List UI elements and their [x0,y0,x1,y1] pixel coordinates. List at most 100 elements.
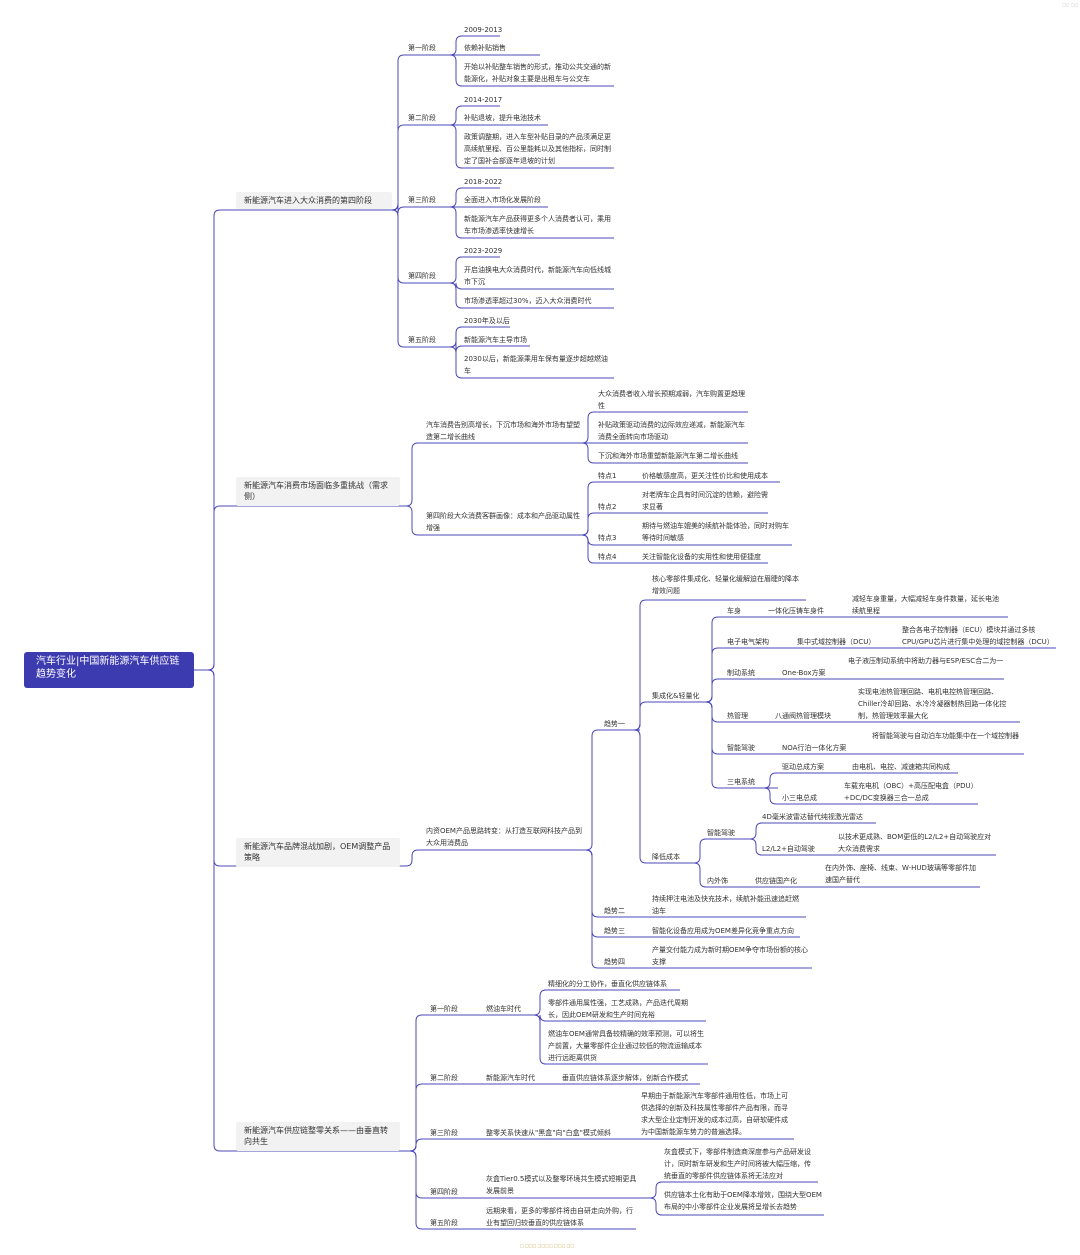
b4-phase1-b: 零部件通用属性强，工艺成熟，产品迭代周期长，因此OEM研发和生产时间充裕 [548,999,688,1019]
b3-trend3-label[interactable]: 趋势三 [604,927,625,935]
b2-feature4-value: 关注智能化设备的实用性和使用便捷度 [642,553,761,561]
b3-r4-method: 八通阀热管理模块 [775,712,831,720]
b1-stage1-date: 2009-2013 [464,26,503,34]
root-link-2 [194,669,236,867]
b2-link-1 [400,505,422,536]
b1-stage1-label[interactable]: 第一阶段 [408,44,436,52]
b3-r4-key: 热管理 [727,712,748,720]
b1-stage5-a: 新能源汽车主导市场 [464,336,527,344]
b4-phase4-a: 灰盒模式下，零部件制造商深度参与产品研发设计，同时新车研发和生产时间将被大幅压缩… [664,1148,811,1180]
b3-r1-value: 减轻车身重量，大幅减轻车身件数量，延长电池续航里程 [852,595,999,615]
b2-link-0 [400,442,422,507]
b2-cat1-label[interactable]: 汽车消费告别高增长，下沉市场和海外市场有望塑造第二增长曲线 [426,421,580,441]
b3-trends-1 [585,849,600,918]
b2-cat1-c: 下沉和海外市场重塑新能源汽车第二增长曲线 [598,452,738,460]
b4-link-1 [400,1083,424,1152]
b4-phase5-label[interactable]: 第五阶段 [430,1219,458,1227]
b3-r6-value2: 车载充电机（OBC）+高压配电盒（PDU）+DC/DC变换器三合一总成 [844,782,975,802]
b1-link-2 [391,203,405,214]
b3-c2-value: 在内外饰、座椅、线束、W-HUD玻璃等零部件加速国产替代 [825,864,976,884]
b1-stage3-b: 新能源汽车产品获得更多个人消费者认可，乘用车市场渗透率快速增长 [464,215,611,235]
b3-sub-label[interactable]: 内资OEM产品思路转变：从打造互联网科技产品到大众用消费品 [426,827,582,847]
b3-c1-method: L2/L2+自动驾驶 [762,845,815,853]
b4-phase1-era: 燃油车时代 [486,1005,521,1013]
b3-group-cost[interactable]: 降低成本 [652,853,680,861]
b4-phase1-label[interactable]: 第一阶段 [430,1005,458,1013]
b3-c2-method: 供应链国产化 [755,877,797,885]
b4-phase4-b: 供应链本土化有助于OEM降本增效，围绕大型OEM布局的中小零部件企业发展将呈增长… [664,1191,822,1211]
b3-r2-method: 集中式域控制器（DCU） [797,638,876,646]
branch-brand-competition[interactable]: 新能源汽车品牌混战加剧，OEM调整产品策略 [236,838,400,867]
b3-r5-value: 将智能驾驶与自动泊车功能集中在一个域控制器 [872,732,1019,740]
b1-stage5-label[interactable]: 第五阶段 [408,336,436,344]
b3-r3-key: 制动系统 [727,669,755,677]
b1-stage3-a: 全面进入市场化发展阶段 [464,196,541,204]
b1-stage5-date: 2030年及以后 [464,317,510,325]
b1-stage4-a: 开启油换电大众消费时代，新能源汽车向低线城市下沉 [464,266,611,286]
b4-phase1-a: 精细化的分工协作，垂直化供应链体系 [548,980,667,988]
b4-phase5-a: 远期来看，更多的零部件将由自研走向外购，行业有望回归较垂直的供应链体系 [486,1207,633,1227]
b2-cat2-label[interactable]: 第四阶段大众消费客群画像：成本和产品驱动属性增强 [426,512,580,532]
b1-stage4-label[interactable]: 第四阶段 [408,272,436,280]
b3-c1-value: 以技术更成熟、BOM更低的L2/L2+自动驾驶应对大众消费需求 [838,833,992,853]
b3-r1-method: 一体化压铸车身件 [768,607,824,615]
b3-trends-0 [585,729,600,851]
b4-phase4-label[interactable]: 第四阶段 [430,1188,458,1196]
b1-stage4-b: 市场渗透率超过30%，迈入大众消费时代 [464,297,592,305]
b2-feature1-key: 特点1 [598,472,617,480]
b3-c2-key: 内外饰 [707,877,728,885]
b2-feature2-value: 对老牌车企具有时间沉淀的信赖，避险需求显著 [642,491,768,511]
b4-phase3-era: 整零关系快速从"黑盒"向"白盒"模式倾斜 [486,1129,611,1137]
root-link-3 [194,669,236,1152]
b3-r6-value1: 由电机、电控、减速箱共同构成 [852,763,950,771]
b3-r3-method: One-Box方案 [782,669,826,677]
b4-link-4 [400,1150,424,1230]
b1-stage3-date: 2018-2022 [464,178,503,186]
b3-c1-key: 智能驾驶 [707,829,735,837]
b1-stage2-label[interactable]: 第二阶段 [408,114,436,122]
b2-feature1-value: 价格敏感度高，更关注性价比和使用成本 [642,472,768,480]
b1-link-1 [391,124,405,211]
b3-trend2-label[interactable]: 趋势二 [604,907,625,915]
b3-trend4-label[interactable]: 趋势四 [604,958,625,966]
b4-phase3-label[interactable]: 第三阶段 [430,1129,458,1137]
corner-watermark: □□ □□ [1062,2,1079,7]
b2-feature4-key: 特点4 [598,553,617,561]
b3-r1-key: 车身 [727,607,741,615]
b3-r5-key: 智能驾驶 [727,744,755,752]
b4-link-0 [400,1014,424,1152]
b3-trend3-value: 智能化设备应用成为OEM差异化竞争重点方向 [652,927,794,935]
b4-link-3 [400,1150,424,1199]
branch-demand-challenges[interactable]: 新能源汽车消费市场面临多重挑战（需求侧） [236,477,400,506]
b1-stage4-date: 2023-2029 [464,247,503,255]
b3-trend1-core: 核心零部件集成化、轻量化缓解迫在眉睫的降本增效问题 [652,575,799,595]
b3-group-integration[interactable]: 集成化&轻量化 [652,692,700,700]
b3-r3-value: 电子液压制动系统中将助力器与ESP/ESC合二为一 [848,657,1004,665]
b3-g1-2 [704,678,778,703]
b4-phase2-era: 新能源汽车时代 [486,1074,535,1082]
b3r6-0 [763,772,848,789]
b2-feature2-key: 特点2 [598,503,617,511]
b3-r6-method2: 小三电总成 [782,794,817,802]
b3-trends-2 [585,849,600,938]
b3-t1-0 [633,599,647,731]
b4-phase2-label[interactable]: 第二阶段 [430,1074,458,1082]
b1-stage3-label[interactable]: 第三阶段 [408,196,436,204]
b3-g1-0 [704,616,764,703]
b4-link-2 [400,1138,424,1152]
b4-phase4-era: 灰盒Tier0.5模式以及整零环境共生模式短期更具发展前景 [486,1175,637,1195]
b1-link-4 [391,209,405,348]
b3-r4-value: 实现电池热管理回路、电机电控热管理回路、Chiller冷却回路、水冷冷凝器制热回… [858,688,1007,720]
b3-trend2-value: 持续押注电池及快充技术，续航补能迅速追赶燃油车 [652,895,799,915]
b1-link-3 [391,209,405,284]
b3-t1-1 [633,701,647,731]
b1-link-0 [391,54,405,211]
branch-fourth-stage[interactable]: 新能源汽车进入大众消费的第四阶段 [236,192,392,209]
b4-phase2-a: 垂直供应链体系逐步解体，创新合作模式 [562,1074,688,1082]
b1-stage2-b: 政策调整期，进入车型补贴目录的产品须满足更高续航里程、百公里能耗以及其他指标，同… [464,133,611,165]
b3-trend1-label[interactable]: 趋势一 [604,720,625,728]
b3-r6-key: 三电系统 [727,778,755,786]
branch-supply-chain[interactable]: 新能源汽车供应链整零关系——由垂直转向共生 [236,1122,400,1151]
root-topic[interactable]: 汽车行业|中国新能源汽车供应链趋势变化 [24,652,194,688]
b3-r6-method1: 驱动总成方案 [782,763,824,771]
